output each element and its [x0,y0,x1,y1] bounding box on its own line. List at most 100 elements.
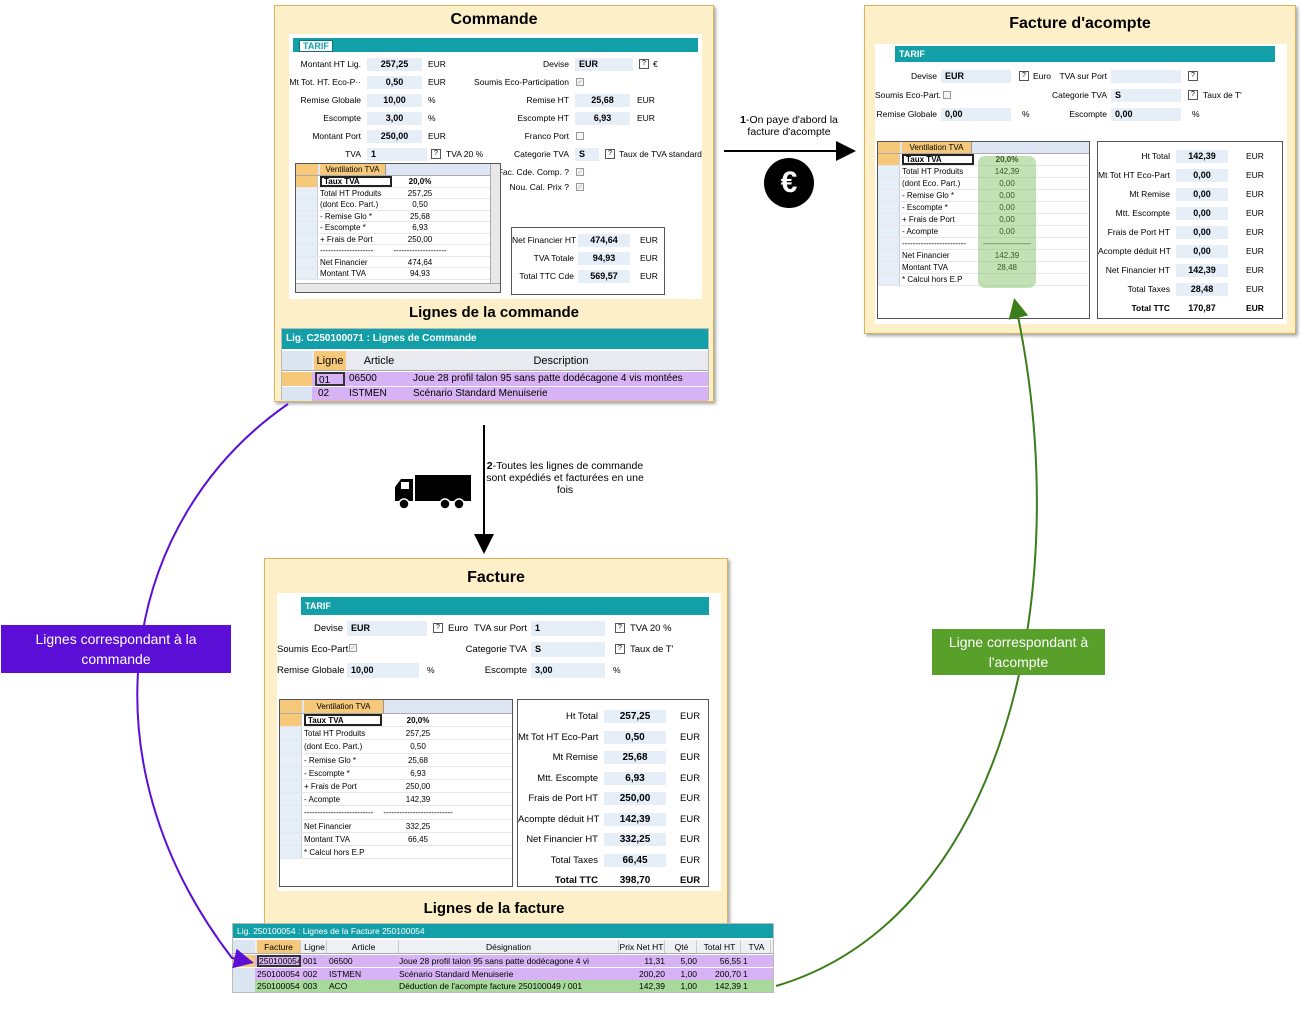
total-value[interactable]: 142,39 [1176,264,1228,277]
help-icon[interactable]: ? [615,644,625,654]
column-header[interactable]: Article [329,940,399,953]
column-header[interactable]: Facture [257,940,301,953]
escompte-ht-field[interactable]: 6,93 [575,112,630,125]
total-value[interactable]: 94,93 [578,252,630,265]
help-icon[interactable]: ? [1019,71,1029,81]
remise-field[interactable]: 10,00 [347,663,419,678]
col-ligne[interactable]: Ligne [314,351,346,370]
total-value[interactable]: 0,00 [1176,245,1228,258]
table-row[interactable]: 01 06500 Joue 28 profil talon 95 sans pa… [282,372,708,386]
total-value[interactable]: 6,93 [604,771,666,785]
ventilation-row[interactable]: - Remise Glo *25,68 [280,753,512,767]
col-article[interactable]: Article [363,355,395,367]
montant-ht-lig-field[interactable]: 257,25 [367,58,422,71]
ventilation-row[interactable]: - Remise Glo *25,68 [296,210,500,222]
ventilation-row[interactable]: - Escompte *6,93 [296,222,500,234]
column-header[interactable]: TVA [743,940,771,953]
categorie-tva-field[interactable]: S [575,148,599,161]
total-value[interactable]: 0,00 [1176,226,1228,239]
total-value[interactable]: 142,39 [1176,150,1228,163]
ventilation-row[interactable]: ----------------------------------------… [280,806,512,820]
escompte-field[interactable]: 3,00 [531,663,605,678]
devise-field[interactable]: EUR [575,58,633,71]
ventilation-row[interactable]: * Calcul hors E.P [878,274,1089,286]
ventilation-row[interactable]: * Calcul hors E.P [280,845,512,860]
total-value[interactable]: 569,57 [578,270,630,283]
col-description[interactable]: Description [533,355,589,367]
soumis-checkbox[interactable]: ✓ [349,644,357,652]
help-icon[interactable]: ? [615,623,625,633]
help-icon[interactable]: ? [431,149,441,159]
devise-field[interactable]: EUR [347,621,427,636]
categorie-field[interactable]: S [1111,89,1181,102]
total-value[interactable]: 25,68 [604,751,666,764]
help-icon[interactable]: ? [639,59,649,69]
help-icon[interactable]: ? [605,149,615,159]
soumis-eco-checkbox[interactable]: ✓ [576,78,584,86]
column-header[interactable]: Total HT [699,940,741,953]
help-icon[interactable]: ? [1188,90,1198,100]
total-value[interactable]: 170,87 [1188,303,1216,313]
help-icon[interactable]: ? [1188,71,1198,81]
column-header[interactable]: Ligne [303,940,327,953]
total-value[interactable]: 0,00 [1176,207,1228,220]
total-value[interactable]: 142,39 [604,812,666,826]
scrollbar-h[interactable] [296,283,500,292]
ventilation-row[interactable]: ---------------------------------------- [296,245,500,257]
ventilation-row[interactable]: ----------------------------------------… [878,238,1089,250]
column-header[interactable]: Désignation [399,940,619,953]
soumis-checkbox[interactable] [943,91,951,99]
tva-port-field[interactable]: 1 [531,621,605,636]
column-header[interactable]: Qté [667,940,697,953]
remise-globale-field[interactable]: 10,00 [367,94,422,107]
help-icon[interactable]: ? [433,623,443,633]
total-value[interactable]: 250,00 [604,792,666,805]
remise-field[interactable]: 0,00 [941,108,1011,121]
total-value[interactable]: 398,70 [619,875,651,886]
ventilation-row[interactable]: (dont Eco. Part.)0,00 [878,178,1089,190]
remise-ht-field[interactable]: 25,68 [575,94,630,107]
ventilation-row[interactable]: - Escompte *0,00 [878,202,1089,214]
tva-port-field[interactable] [1111,70,1181,83]
escompte-field[interactable]: 0,00 [1111,108,1181,121]
total-value[interactable]: 0,00 [1176,188,1228,201]
total-value[interactable]: 0,50 [604,730,666,744]
escompte-field[interactable]: 3,00 [367,112,422,125]
devise-field[interactable]: EUR [941,70,1011,83]
ventilation-row[interactable]: (dont Eco. Part.)0,50 [280,740,512,754]
total-value[interactable]: 332,25 [604,833,666,846]
nou-cal-prix-checkbox[interactable]: ✓ [576,183,584,191]
categorie-field[interactable]: S [531,642,605,657]
ventilation-row[interactable]: (dont Eco. Part.)0,50 [296,199,500,211]
table-row[interactable]: 02 ISTMEN Scénario Standard Menuiserie [282,387,708,401]
tva-field[interactable]: 1 [367,148,427,161]
total-value[interactable]: 257,25 [604,710,666,723]
total-value[interactable]: 66,45 [604,853,666,867]
fac-cde-comp-checkbox[interactable]: ✓ [576,168,584,176]
total-value[interactable]: 28,48 [1176,283,1228,296]
ventilation-row[interactable]: - Remise Glo *0,00 [878,190,1089,202]
column-header[interactable]: Prix Net HT [619,940,665,953]
mt-tot-eco-field[interactable]: 0,50 [367,76,422,89]
scrollbar[interactable] [490,164,500,292]
